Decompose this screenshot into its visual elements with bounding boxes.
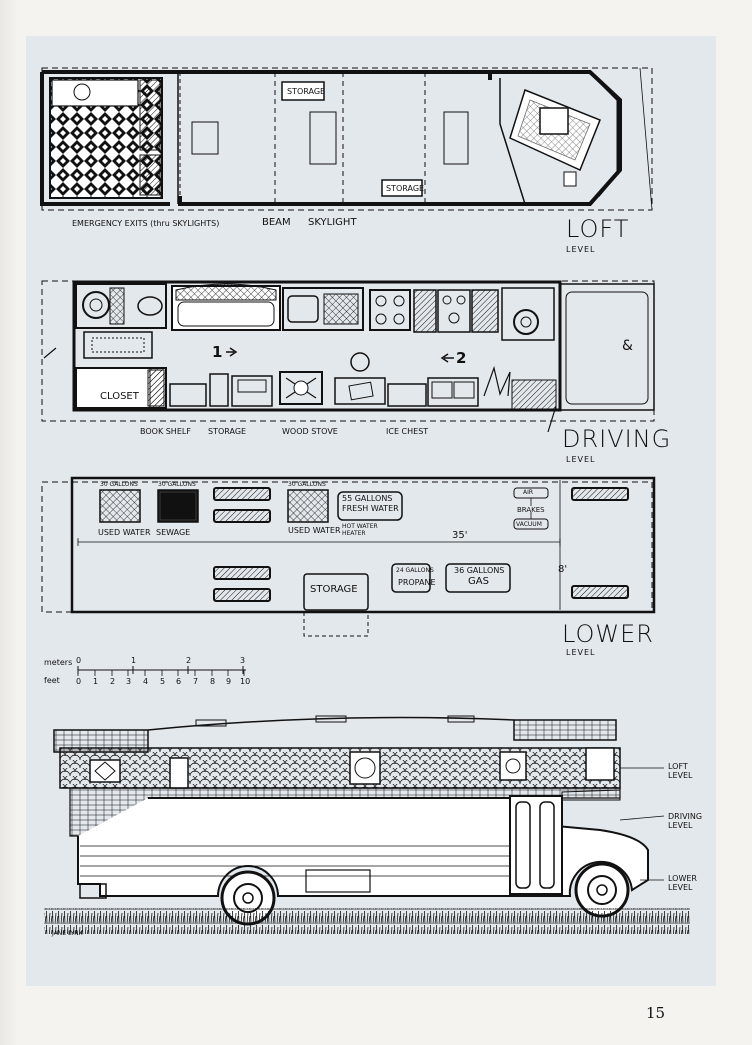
lower-level-title: LOWER xyxy=(562,620,654,648)
loft-level-title: LOFT xyxy=(566,215,630,243)
skylight-label: SKYLIGHT xyxy=(308,217,357,228)
book-shelf-label: BOOK SHELF xyxy=(140,427,191,436)
sewage-gallons: 30 GALLONS xyxy=(158,481,196,488)
scale-feet-label: feet xyxy=(44,676,60,685)
used-water-2-gallons: 30 GALLONS xyxy=(288,481,326,488)
scale-meter-tick: 2 xyxy=(186,656,192,665)
scale-feet-tick: 7 xyxy=(193,677,199,686)
scale-feet-tick: 4 xyxy=(143,677,149,686)
driving-level-title: DRIVING xyxy=(562,425,672,453)
loft-plan xyxy=(40,67,653,211)
marker-2: 2 xyxy=(456,349,467,367)
closet-label: CLOSET xyxy=(100,391,139,402)
brakes-label: BRAKES xyxy=(517,506,545,514)
vacuum-label: VACUUM xyxy=(516,521,542,528)
used-water-2-label: USED WATER xyxy=(288,526,341,535)
ice-chest-label: ICE CHEST xyxy=(386,427,429,436)
elevation-loft-label: LOFT LEVEL xyxy=(668,762,693,780)
lower-storage-label: STORAGE xyxy=(310,584,358,595)
used-water-label: USED WATER xyxy=(98,528,151,537)
elevation-lower-label: LOWER LEVEL xyxy=(668,874,697,892)
loft-level-subtitle: LEVEL xyxy=(566,245,596,254)
driving-level-subtitle: LEVEL xyxy=(566,455,596,464)
marker-1: 1 xyxy=(212,343,223,361)
scale-feet-tick: 5 xyxy=(160,677,166,686)
scale-meter-tick: 1 xyxy=(131,656,137,665)
elevation-driving-label: DRIVING LEVEL xyxy=(668,812,703,830)
scale-feet-tick: 9 xyxy=(226,677,232,686)
scale-feet-tick: 3 xyxy=(126,677,132,686)
scale-bar xyxy=(77,666,246,676)
lower-level-subtitle: LEVEL xyxy=(566,648,596,657)
loft-storage-top-label: STORAGE xyxy=(287,87,326,96)
cab-ampersand-mark: & xyxy=(622,338,633,354)
driving-storage-label: STORAGE xyxy=(208,427,247,436)
scale-meter-tick: 3 xyxy=(240,656,246,665)
scale-feet-tick: 8 xyxy=(210,677,216,686)
scale-feet-tick: 0 xyxy=(76,677,82,686)
page-number: 15 xyxy=(646,1004,666,1022)
fresh-water-label: 55 GALLONS FRESH WATER xyxy=(342,494,399,513)
scale-feet-tick: 2 xyxy=(110,677,116,686)
length-dimension: 35' xyxy=(452,530,468,541)
emergency-exits-label: EMERGENCY EXITS (thru SKYLIGHTS) xyxy=(72,219,220,228)
used-water-gallons: 30 GALLONS xyxy=(100,481,138,488)
width-dimension: 8' xyxy=(558,564,568,575)
sewage-label: SEWAGE xyxy=(156,528,191,537)
scale-feet-tick: 6 xyxy=(176,677,182,686)
propane-gallons: 24 GALLONS xyxy=(396,567,434,574)
air-label: AIR xyxy=(523,489,534,496)
driving-plan xyxy=(41,280,655,433)
gas-label: GAS xyxy=(468,576,489,587)
scale-meters-label: meters xyxy=(44,658,73,667)
artist-signature: JANE LYNX xyxy=(52,930,83,937)
scale-meter-tick: 0 xyxy=(76,656,82,665)
gas-gallons: 36 GALLONS xyxy=(454,566,505,575)
propane-label: PROPANE xyxy=(398,578,436,587)
scale-feet-tick: 1 xyxy=(93,677,99,686)
hot-water-heater-label: HOT WATER HEATER xyxy=(342,523,378,537)
wood-stove-label: WOOD STOVE xyxy=(282,427,338,436)
beam-label: BEAM xyxy=(262,217,291,228)
bus-elevation xyxy=(44,715,690,934)
loft-storage-bottom-label: STORAGE xyxy=(386,184,425,193)
scale-feet-tick: 10 xyxy=(240,677,251,686)
lower-plan xyxy=(41,476,656,637)
